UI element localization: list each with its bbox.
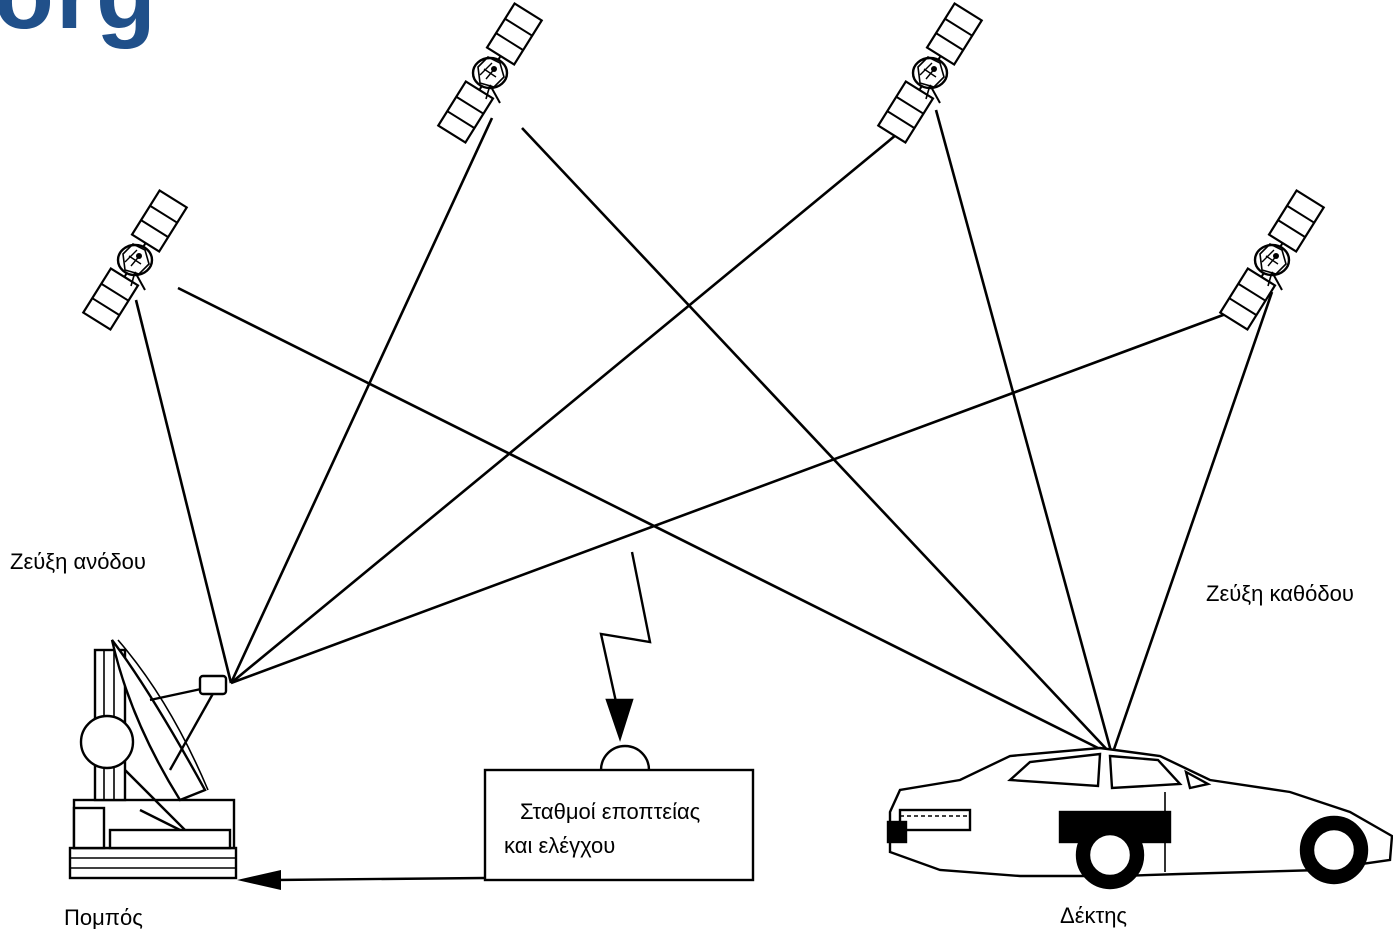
satellite-icon: [877, 2, 983, 144]
page-title-fragment: org: [0, 0, 158, 51]
feedback-arrow: [237, 870, 486, 890]
downlink-line-sat5: [1110, 291, 1274, 756]
lightning-signal-icon: [599, 551, 652, 742]
uplink-line-sat1: [134, 299, 233, 684]
uplink-line-sat2: [229, 117, 494, 684]
downlink-line-sat1: [177, 286, 1113, 757]
control-station-line2: και ελέγχου: [504, 833, 616, 858]
satellite-dish-icon: [68, 639, 238, 880]
control-station-label: Σταθμοί εποπτείας και ελέγχου: [486, 795, 754, 863]
downlink-line-sat4: [934, 109, 1114, 756]
control-station-box: [483, 744, 755, 882]
uplink-label: Ζεύξη ανόδου: [10, 549, 146, 574]
downlink-label: Ζεύξη καθόδου: [1206, 581, 1354, 606]
receiver-label: Δέκτης: [1060, 903, 1128, 928]
satellite-icon: [1219, 189, 1325, 331]
uplink-line-sat3: [230, 128, 903, 685]
link-lines: [134, 109, 1274, 757]
car-icon: [886, 746, 1393, 890]
uplink-line-sat5: [230, 303, 1251, 685]
control-station-line1: Σταθμοί εποπτείας: [520, 799, 701, 824]
transmitter-label: Πομπός: [64, 905, 143, 930]
satellite-icon: [82, 189, 188, 331]
downlink-line-sat2: [521, 127, 1113, 756]
